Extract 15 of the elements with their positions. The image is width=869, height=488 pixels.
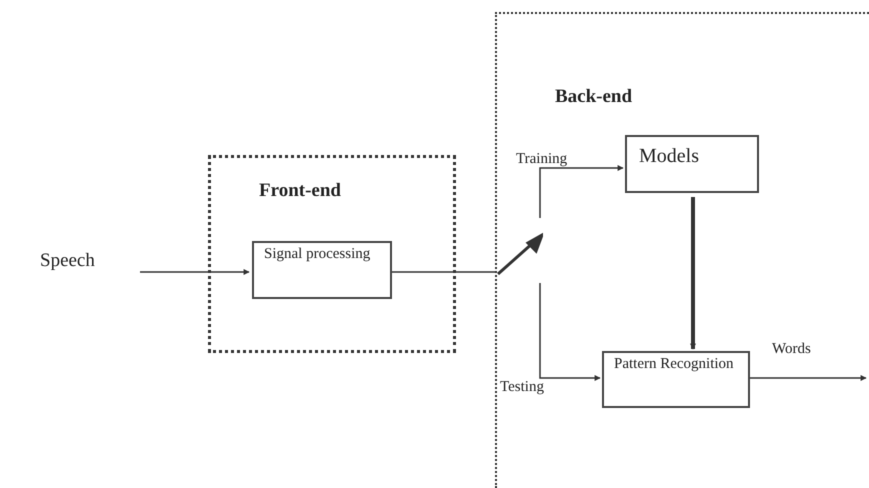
arrow [748, 375, 867, 381]
dashed-group-box [495, 12, 869, 488]
input-label: Speech [40, 250, 110, 276]
edge-label: Testing [500, 380, 544, 395]
edge-label: Training [516, 152, 568, 167]
group-title: Front-end [259, 180, 341, 202]
arrow [539, 283, 601, 381]
group-title: Back-end [555, 86, 632, 108]
process-box: Signal processing [252, 241, 392, 299]
process-box: Models [625, 135, 759, 193]
arrow [140, 269, 250, 275]
dashed-group-box [208, 155, 456, 353]
process-box: Pattern Recognition [602, 351, 750, 408]
arrow [690, 197, 696, 350]
arrow [539, 165, 624, 218]
